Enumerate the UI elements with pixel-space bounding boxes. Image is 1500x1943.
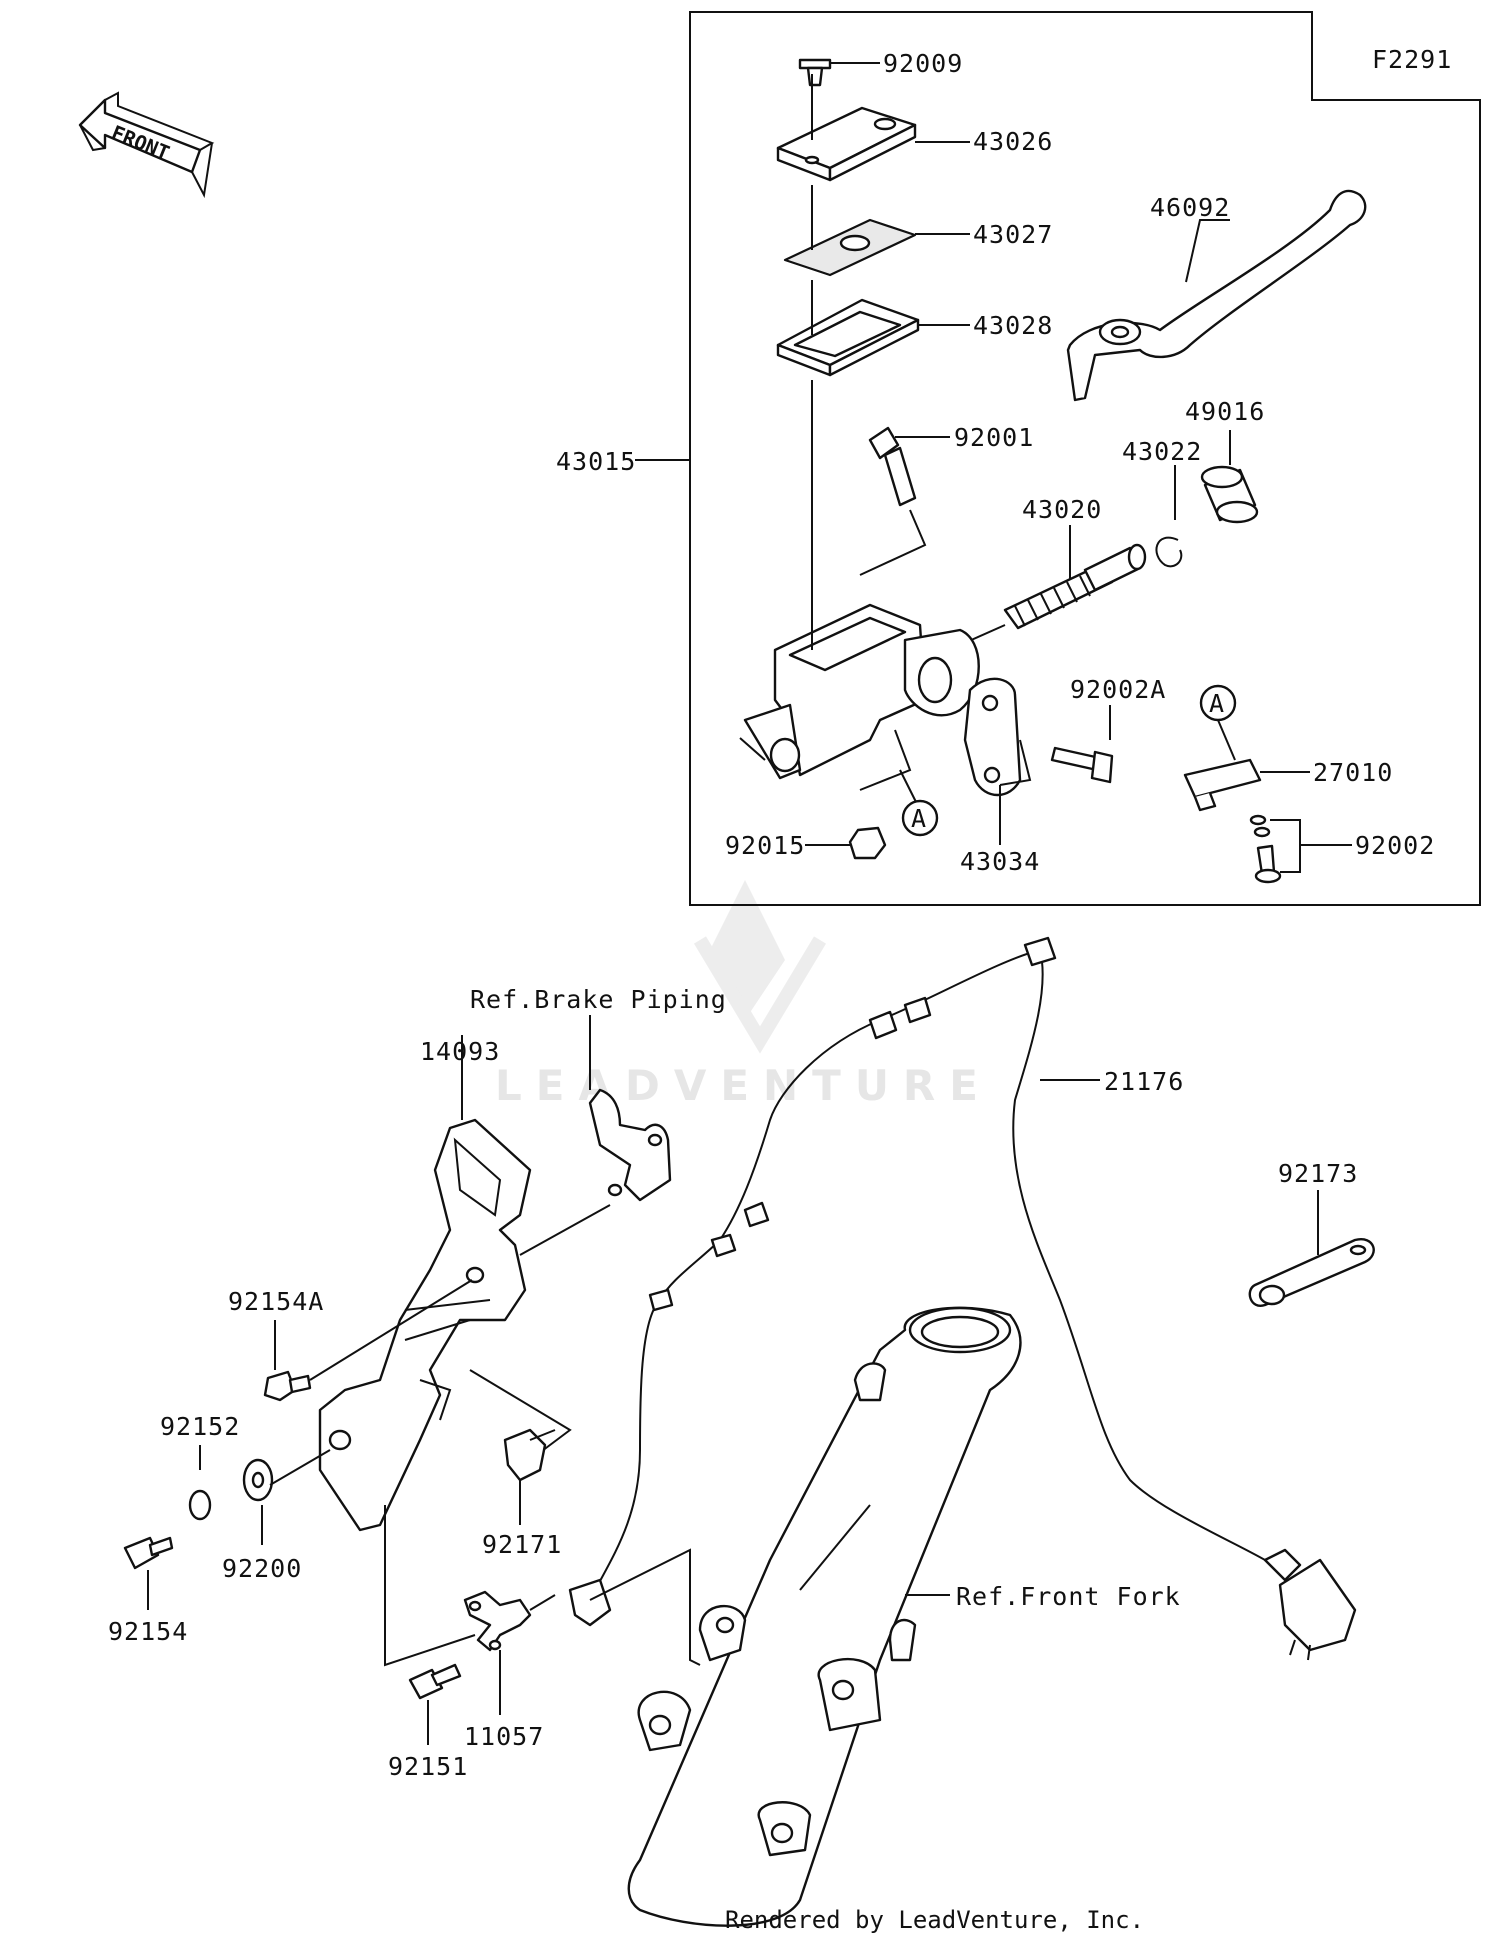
label-92154A: 92154A [228,1287,324,1316]
label-92171: 92171 [482,1530,562,1559]
bushing-49016 [1200,430,1259,524]
sensor-wire-21176 [568,936,1357,1661]
label-92002: 92002 [1355,831,1435,860]
nut-92015 [805,826,887,860]
label-43026: 43026 [973,127,1053,156]
label-46092: 46092 [1150,193,1230,222]
label-21176: 21176 [1104,1067,1184,1096]
holder-43034 [963,677,1032,845]
bolt-92001 [859,426,950,576]
circlip-43022 [1155,465,1183,568]
ref-brake-piping: Ref.Brake Piping [470,985,727,1014]
label-43034: 43034 [960,847,1040,876]
label-92154: 92154 [108,1617,188,1646]
label-92009: 92009 [883,49,963,78]
label-11057: 11057 [464,1722,544,1751]
label-43022: 43022 [1122,437,1202,466]
label-92001: 92001 [954,423,1034,452]
watermark: LEADVENTURE [495,880,992,1110]
lever-46092 [1066,189,1367,402]
master-cylinder-body [739,380,980,811]
ref-front-fork: Ref.Front Fork [956,1582,1181,1611]
band-92173 [1248,1190,1375,1307]
screws-92002 [1249,814,1352,884]
front-fork [589,1306,1022,1927]
brake-piping-bracket [519,1015,672,1256]
label-49016: 49016 [1185,397,1265,426]
screw-92154 [123,1536,174,1610]
label-14093: 14093 [420,1037,500,1066]
label-43028: 43028 [973,311,1053,340]
label-43020: 43020 [1022,495,1102,524]
label-92200: 92200 [222,1554,302,1583]
label-92152: 92152 [160,1412,240,1441]
piston-43020 [959,525,1147,646]
switch-27010: A [1183,684,1310,812]
label-92151: 92151 [388,1752,468,1781]
svg-text:A: A [911,804,927,833]
label-92015: 92015 [725,831,805,860]
bracket-11057 [384,1505,556,1715]
label-27010: 27010 [1313,758,1393,787]
plate-43027 [783,185,970,277]
svg-text:A: A [1209,689,1225,718]
assembly-frame [689,11,1481,906]
footer-credit: Rendered by LeadVenture, Inc. [725,1906,1144,1934]
bolt-92002A [1050,705,1114,784]
watermark-text: LEADVENTURE [495,1061,992,1110]
washer-92200 [242,1449,331,1545]
callout-a-body: A [901,799,939,837]
label-92002A: 92002A [1070,675,1166,704]
cover-14093 [309,1035,572,1532]
front-arrow-icon: FRONT [78,91,215,199]
label-92173: 92173 [1278,1159,1358,1188]
washer-92152 [188,1445,212,1521]
screw-92151 [408,1663,462,1745]
clip-92171 [503,1428,556,1525]
bolt-92154A [263,1320,312,1402]
cap-43026 [776,74,970,182]
figure-id: F2291 [1372,45,1452,74]
label-43015: 43015 [556,447,636,476]
label-43027: 43027 [973,220,1053,249]
diaphragm-43028 [776,280,970,377]
